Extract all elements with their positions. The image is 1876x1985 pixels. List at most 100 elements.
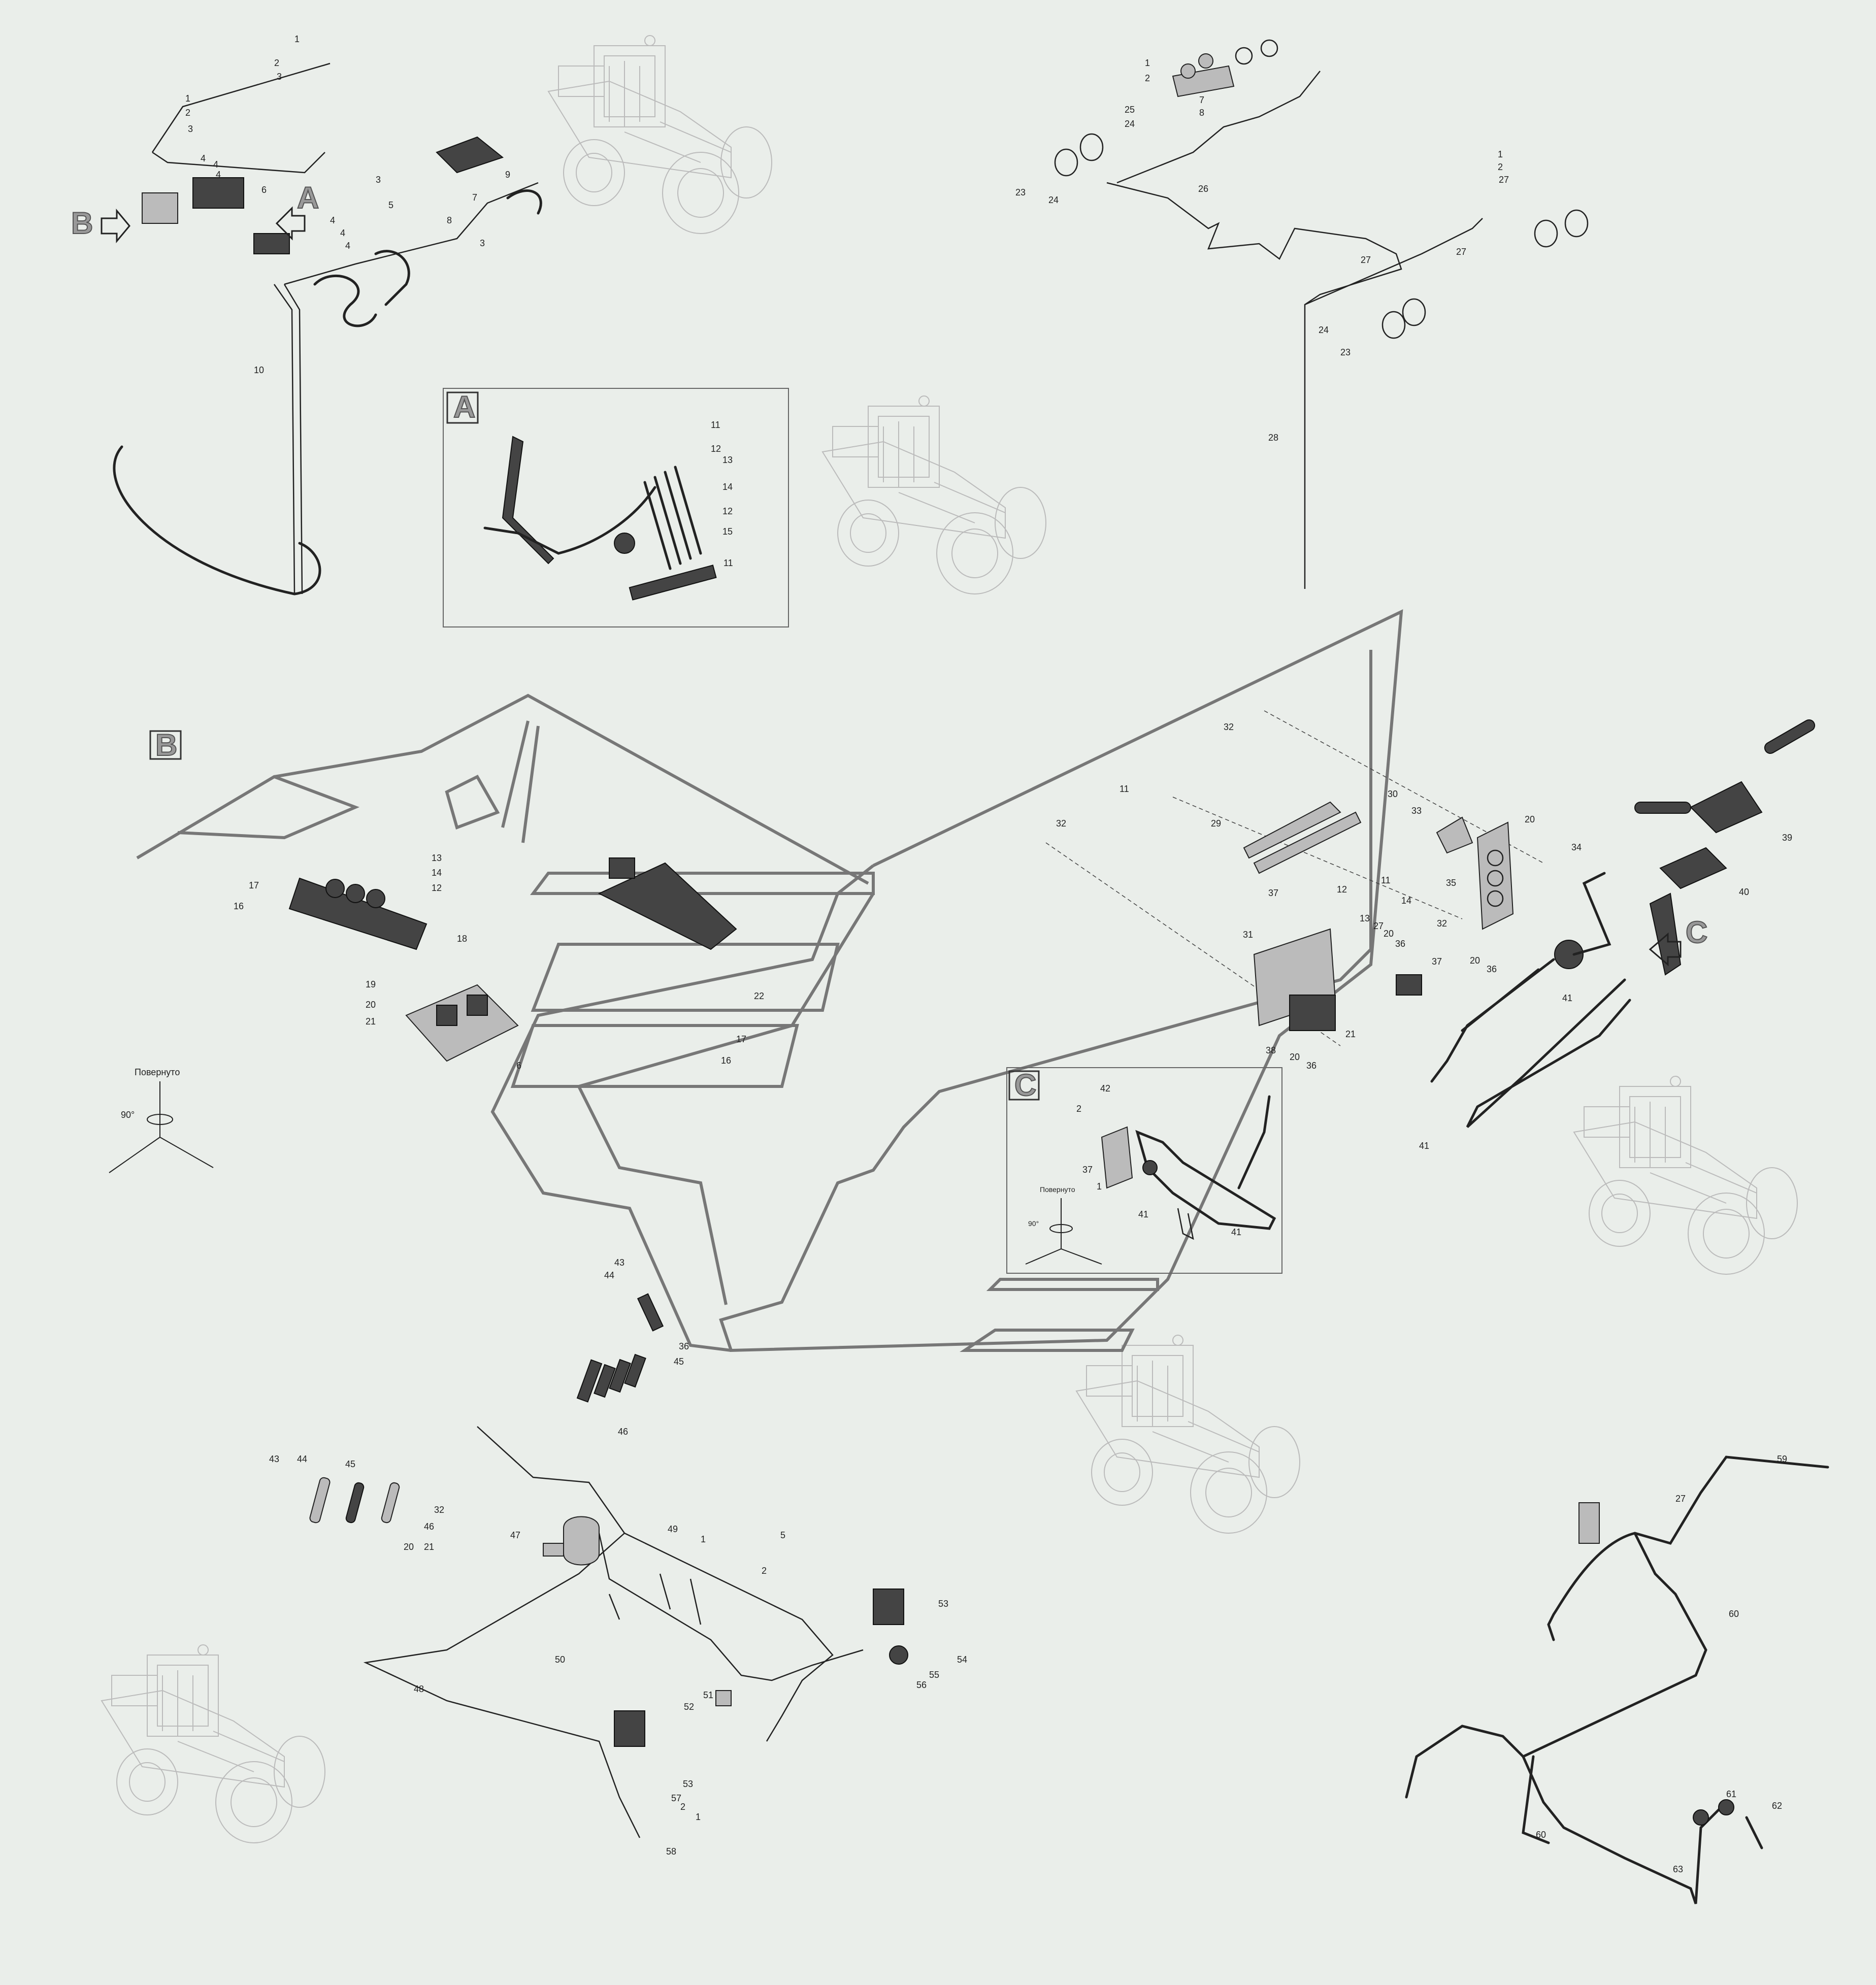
view-a-frame: [443, 388, 789, 627]
callout-number: 3: [480, 238, 485, 248]
view-c-parts: [1101, 1095, 1276, 1240]
callout-number: 53: [683, 1779, 693, 1789]
view-b-letter: B: [71, 206, 93, 240]
view-a-label-box: [446, 391, 479, 424]
callout-number: 12: [711, 444, 721, 454]
callout-number: 13: [1360, 913, 1370, 923]
callout-number: 13: [432, 853, 442, 863]
connector-icon: [1142, 1160, 1158, 1175]
floor-harness-group: [309, 1426, 908, 1838]
callout-number: 57: [671, 1793, 681, 1803]
relay-icon: [325, 879, 345, 898]
callout-number: 30: [1388, 789, 1398, 799]
callout-number: 20: [404, 1542, 414, 1552]
rotation-icon: [1025, 1198, 1102, 1265]
callout-number: 1: [1145, 58, 1150, 68]
terminal-block-icon: [629, 565, 717, 601]
callout-number: 44: [604, 1270, 614, 1280]
lamp-icon: [1260, 39, 1278, 57]
reservoir-icon: [563, 1516, 600, 1566]
lamp-icon: [1534, 219, 1558, 248]
roof-harness-group: [113, 62, 542, 596]
callout-number: 6: [261, 185, 267, 195]
view-a-title: A: [453, 390, 475, 424]
rotation-text: Повернуто: [135, 1067, 180, 1077]
panel-parts: [1045, 710, 1816, 1128]
callout-number: 4: [216, 170, 221, 180]
c-rotation-text: Повернуто: [1040, 1185, 1075, 1194]
module-icon: [253, 233, 290, 254]
callout-number: 31: [1243, 930, 1253, 940]
relay-icon: [366, 889, 385, 908]
callout-number: 12: [432, 883, 442, 893]
callout-number: 12: [722, 506, 733, 516]
relay-module-icon: [1289, 995, 1336, 1031]
callout-number: 59: [1777, 1454, 1787, 1464]
callout-number: 17: [736, 1034, 746, 1044]
callout-number: 20: [1525, 814, 1535, 824]
callout-number: 21: [1345, 1029, 1356, 1039]
callout-number: 15: [722, 526, 733, 537]
module-icon: [142, 192, 178, 224]
callout-number: 47: [510, 1530, 520, 1540]
callout-number: 2: [274, 58, 279, 68]
tractor-icon: [101, 1644, 325, 1843]
callout-number: 41: [1231, 1227, 1241, 1237]
callout-number: 23: [1340, 347, 1351, 357]
callout-number: 7: [1199, 95, 1204, 105]
module-icon: [192, 177, 244, 209]
callout-number: 28: [1268, 433, 1278, 443]
callout-number: 16: [234, 901, 244, 911]
callout-number: 20: [366, 1000, 376, 1010]
callout-number: 2: [762, 1566, 767, 1576]
view-c-letter: C: [1686, 915, 1707, 949]
callout-number: 46: [424, 1521, 434, 1532]
valve-icon: [889, 1645, 908, 1665]
callout-number: 27: [1456, 247, 1466, 257]
callout-number: 4: [340, 228, 345, 238]
callout-number: 52: [684, 1702, 694, 1712]
callout-number: 27: [1361, 255, 1371, 265]
pedal-callouts: 43 44 36 45 46: [604, 1258, 689, 1437]
callout-number: 32: [434, 1505, 444, 1515]
connector-icon: [1718, 1799, 1734, 1815]
callout-number: 49: [668, 1524, 678, 1534]
callout-number: 58: [666, 1846, 676, 1857]
lighting-harness-group: [1054, 39, 1589, 589]
callout-number: 3: [376, 175, 381, 185]
arrow-a-icon: [275, 206, 306, 241]
callout-number: 4: [201, 153, 206, 163]
cover-plate-icon: [1659, 847, 1727, 889]
sensor-icon: [543, 1543, 564, 1557]
callout-number: 41: [1138, 1209, 1148, 1219]
view-c-label-box: [1008, 1070, 1040, 1101]
callout-number: 45: [345, 1459, 355, 1469]
lamp-icon: [1054, 148, 1078, 177]
callout-number: 32: [1437, 918, 1447, 929]
lamp-icon: [1402, 298, 1426, 326]
callout-number: 4: [345, 241, 350, 251]
lamp-icon: [1235, 47, 1253, 65]
callout-number: 19: [366, 979, 376, 989]
callout-number: 5: [780, 1530, 785, 1540]
callout-number: 26: [1198, 184, 1208, 194]
callout-number: 20: [1290, 1052, 1300, 1062]
lamp-icon: [1381, 311, 1406, 339]
pedal-parts: [576, 1293, 664, 1403]
callout-number: 46: [618, 1427, 628, 1437]
callout-number: 11: [723, 558, 733, 568]
callout-number: 48: [414, 1684, 424, 1694]
bracket-icon: [502, 436, 554, 565]
rotation-angle: 90°: [121, 1110, 135, 1120]
callout-number: 32: [1224, 722, 1234, 732]
handle-icon: [1634, 802, 1691, 814]
view-c-callouts: 42 2 37 1 41 41: [1076, 1083, 1241, 1237]
callout-number: 53: [938, 1599, 948, 1609]
solenoid-icon: [614, 1710, 645, 1747]
pedal-icon: [309, 1477, 331, 1524]
callout-number: 2: [185, 108, 190, 118]
callout-number: 60: [1729, 1609, 1739, 1619]
beacon-icon: [1198, 53, 1213, 69]
callout-number: 21: [366, 1016, 376, 1027]
callout-number: 2: [1145, 73, 1150, 83]
